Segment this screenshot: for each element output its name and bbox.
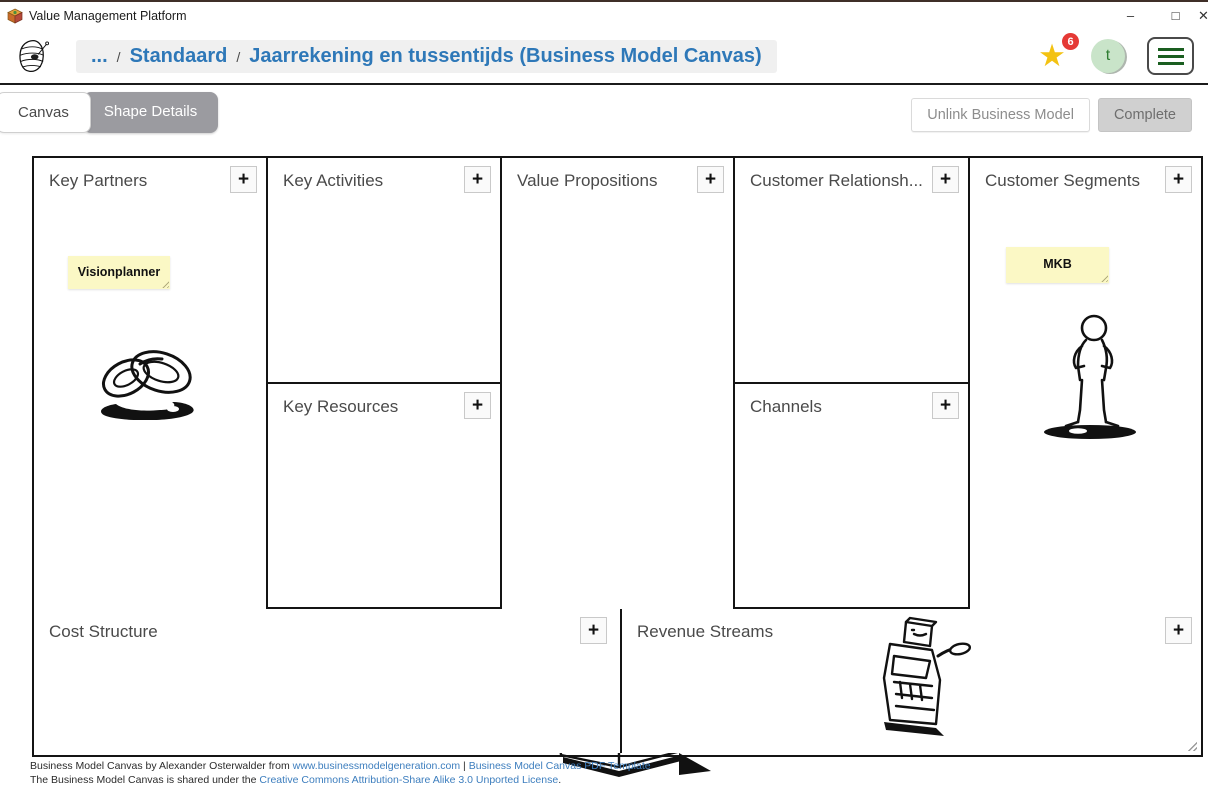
tab-canvas[interactable]: Canvas bbox=[0, 92, 91, 133]
tab-shape-details[interactable]: Shape Details bbox=[82, 92, 219, 133]
section-key-activities: Key Activities + bbox=[268, 158, 682, 384]
add-shape-button[interactable]: + bbox=[464, 166, 491, 193]
section-key-partners: Key Partners + Visionplanner bbox=[34, 158, 268, 609]
section-channels: Channels + bbox=[735, 384, 970, 609]
toolbar: Canvas Shape Details Unlink Business Mod… bbox=[0, 85, 1208, 156]
tab-bar: Canvas Shape Details bbox=[0, 92, 219, 133]
beehive-logo bbox=[19, 40, 50, 72]
business-model-canvas: Key Partners + Visionplanner bbox=[32, 156, 1203, 777]
add-shape-button[interactable]: + bbox=[697, 166, 724, 193]
add-shape-button[interactable]: + bbox=[580, 617, 607, 644]
cash-register-sketch[interactable] bbox=[848, 614, 978, 742]
hamburger-menu-button[interactable] bbox=[1147, 37, 1194, 75]
section-title: Key Activities bbox=[283, 171, 384, 190]
note-resize-handle[interactable] bbox=[1099, 273, 1108, 282]
section-title: Key Partners bbox=[49, 171, 148, 190]
section-customer-segments: Customer Segments + MKB bbox=[970, 158, 1201, 609]
close-button[interactable]: ✕ bbox=[1198, 8, 1208, 23]
section-title: Customer Segments bbox=[985, 171, 1140, 190]
breadcrumb-current-page[interactable]: Jaarrekening en tussentijds (Business Mo… bbox=[249, 44, 762, 67]
add-shape-button[interactable]: + bbox=[1165, 166, 1192, 193]
header: ... / Standaard / Jaarrekening en tussen… bbox=[0, 29, 1208, 85]
window-title: Value Management Platform bbox=[29, 8, 187, 23]
section-customer-relationships: Customer Relationsh... + Accountancy bbox=[735, 158, 970, 384]
header-right-cluster: ★ 6 t bbox=[1035, 33, 1194, 75]
footer-line-1: Business Model Canvas by Alexander Oster… bbox=[30, 760, 651, 772]
interlocked-rings-sketch[interactable] bbox=[88, 334, 206, 420]
section-key-resources: Key Resources + bbox=[268, 384, 711, 777]
app-cube-icon bbox=[7, 8, 23, 24]
section-title: Channels bbox=[750, 397, 822, 416]
complete-button[interactable]: Complete bbox=[1097, 98, 1192, 132]
unlink-business-model-button[interactable]: Unlink Business Model bbox=[911, 98, 1090, 132]
section-title: Customer Relationsh... bbox=[750, 171, 923, 190]
maximize-button[interactable]: □ bbox=[1171, 8, 1180, 23]
section-title: Key Resources bbox=[283, 397, 399, 416]
hamburger-menu-icon bbox=[1157, 47, 1184, 51]
minimize-button[interactable]: – bbox=[1126, 8, 1135, 23]
note-resize-handle[interactable] bbox=[160, 279, 169, 288]
breadcrumb-ellipsis[interactable]: ... bbox=[91, 44, 108, 67]
sticky-note[interactable]: Visionplanner bbox=[68, 256, 170, 289]
avatar[interactable]: t bbox=[1091, 39, 1125, 73]
breadcrumb-separator: / bbox=[236, 48, 241, 65]
section-title: Value Propositions bbox=[517, 171, 658, 190]
add-shape-button[interactable]: + bbox=[230, 166, 257, 193]
add-shape-button[interactable]: + bbox=[464, 392, 491, 419]
add-shape-button[interactable]: + bbox=[932, 166, 959, 193]
section-cost-structure: Cost Structure + bbox=[34, 609, 622, 753]
breadcrumb-standaard[interactable]: Standaard bbox=[129, 44, 228, 67]
toolbar-actions: Unlink Business Model Complete bbox=[911, 98, 1192, 132]
section-title: Cost Structure bbox=[49, 622, 158, 641]
creative-commons-license-link[interactable]: Creative Commons Attribution-Share Alike… bbox=[259, 773, 559, 786]
star-icon: ★ bbox=[1038, 38, 1066, 73]
businessmodelgeneration-link[interactable]: www.businessmodelgeneration.com bbox=[292, 760, 461, 772]
favorites-button[interactable]: ★ 6 bbox=[1035, 33, 1079, 73]
add-shape-button[interactable]: + bbox=[1165, 617, 1192, 644]
add-shape-button[interactable]: + bbox=[932, 392, 959, 419]
standing-person-sketch[interactable] bbox=[1028, 310, 1163, 450]
title-bar: Value Management Platform – □ ✕ bbox=[0, 2, 1208, 29]
breadcrumb: ... / Standaard / Jaarrekening en tussen… bbox=[76, 39, 777, 73]
favorites-count-badge: 6 bbox=[1062, 33, 1079, 50]
section-revenue-streams: Revenue Streams + bbox=[622, 609, 1201, 753]
section-title: Revenue Streams bbox=[637, 622, 774, 641]
section-value-propositions: Value Propositions + Geaccordeerde en ge… bbox=[502, 158, 1148, 609]
canvas-resize-handle[interactable] bbox=[1186, 740, 1197, 751]
footer: Business Model Canvas by Alexander Oster… bbox=[30, 760, 651, 787]
window-controls: – □ ✕ bbox=[1108, 2, 1208, 29]
sticky-note[interactable]: MKB bbox=[1006, 247, 1109, 283]
breadcrumb-separator: / bbox=[116, 48, 121, 65]
pdf-template-link[interactable]: Business Model Canvas PDF Template bbox=[468, 760, 651, 772]
footer-line-2: The Business Model Canvas is shared unde… bbox=[30, 773, 562, 786]
